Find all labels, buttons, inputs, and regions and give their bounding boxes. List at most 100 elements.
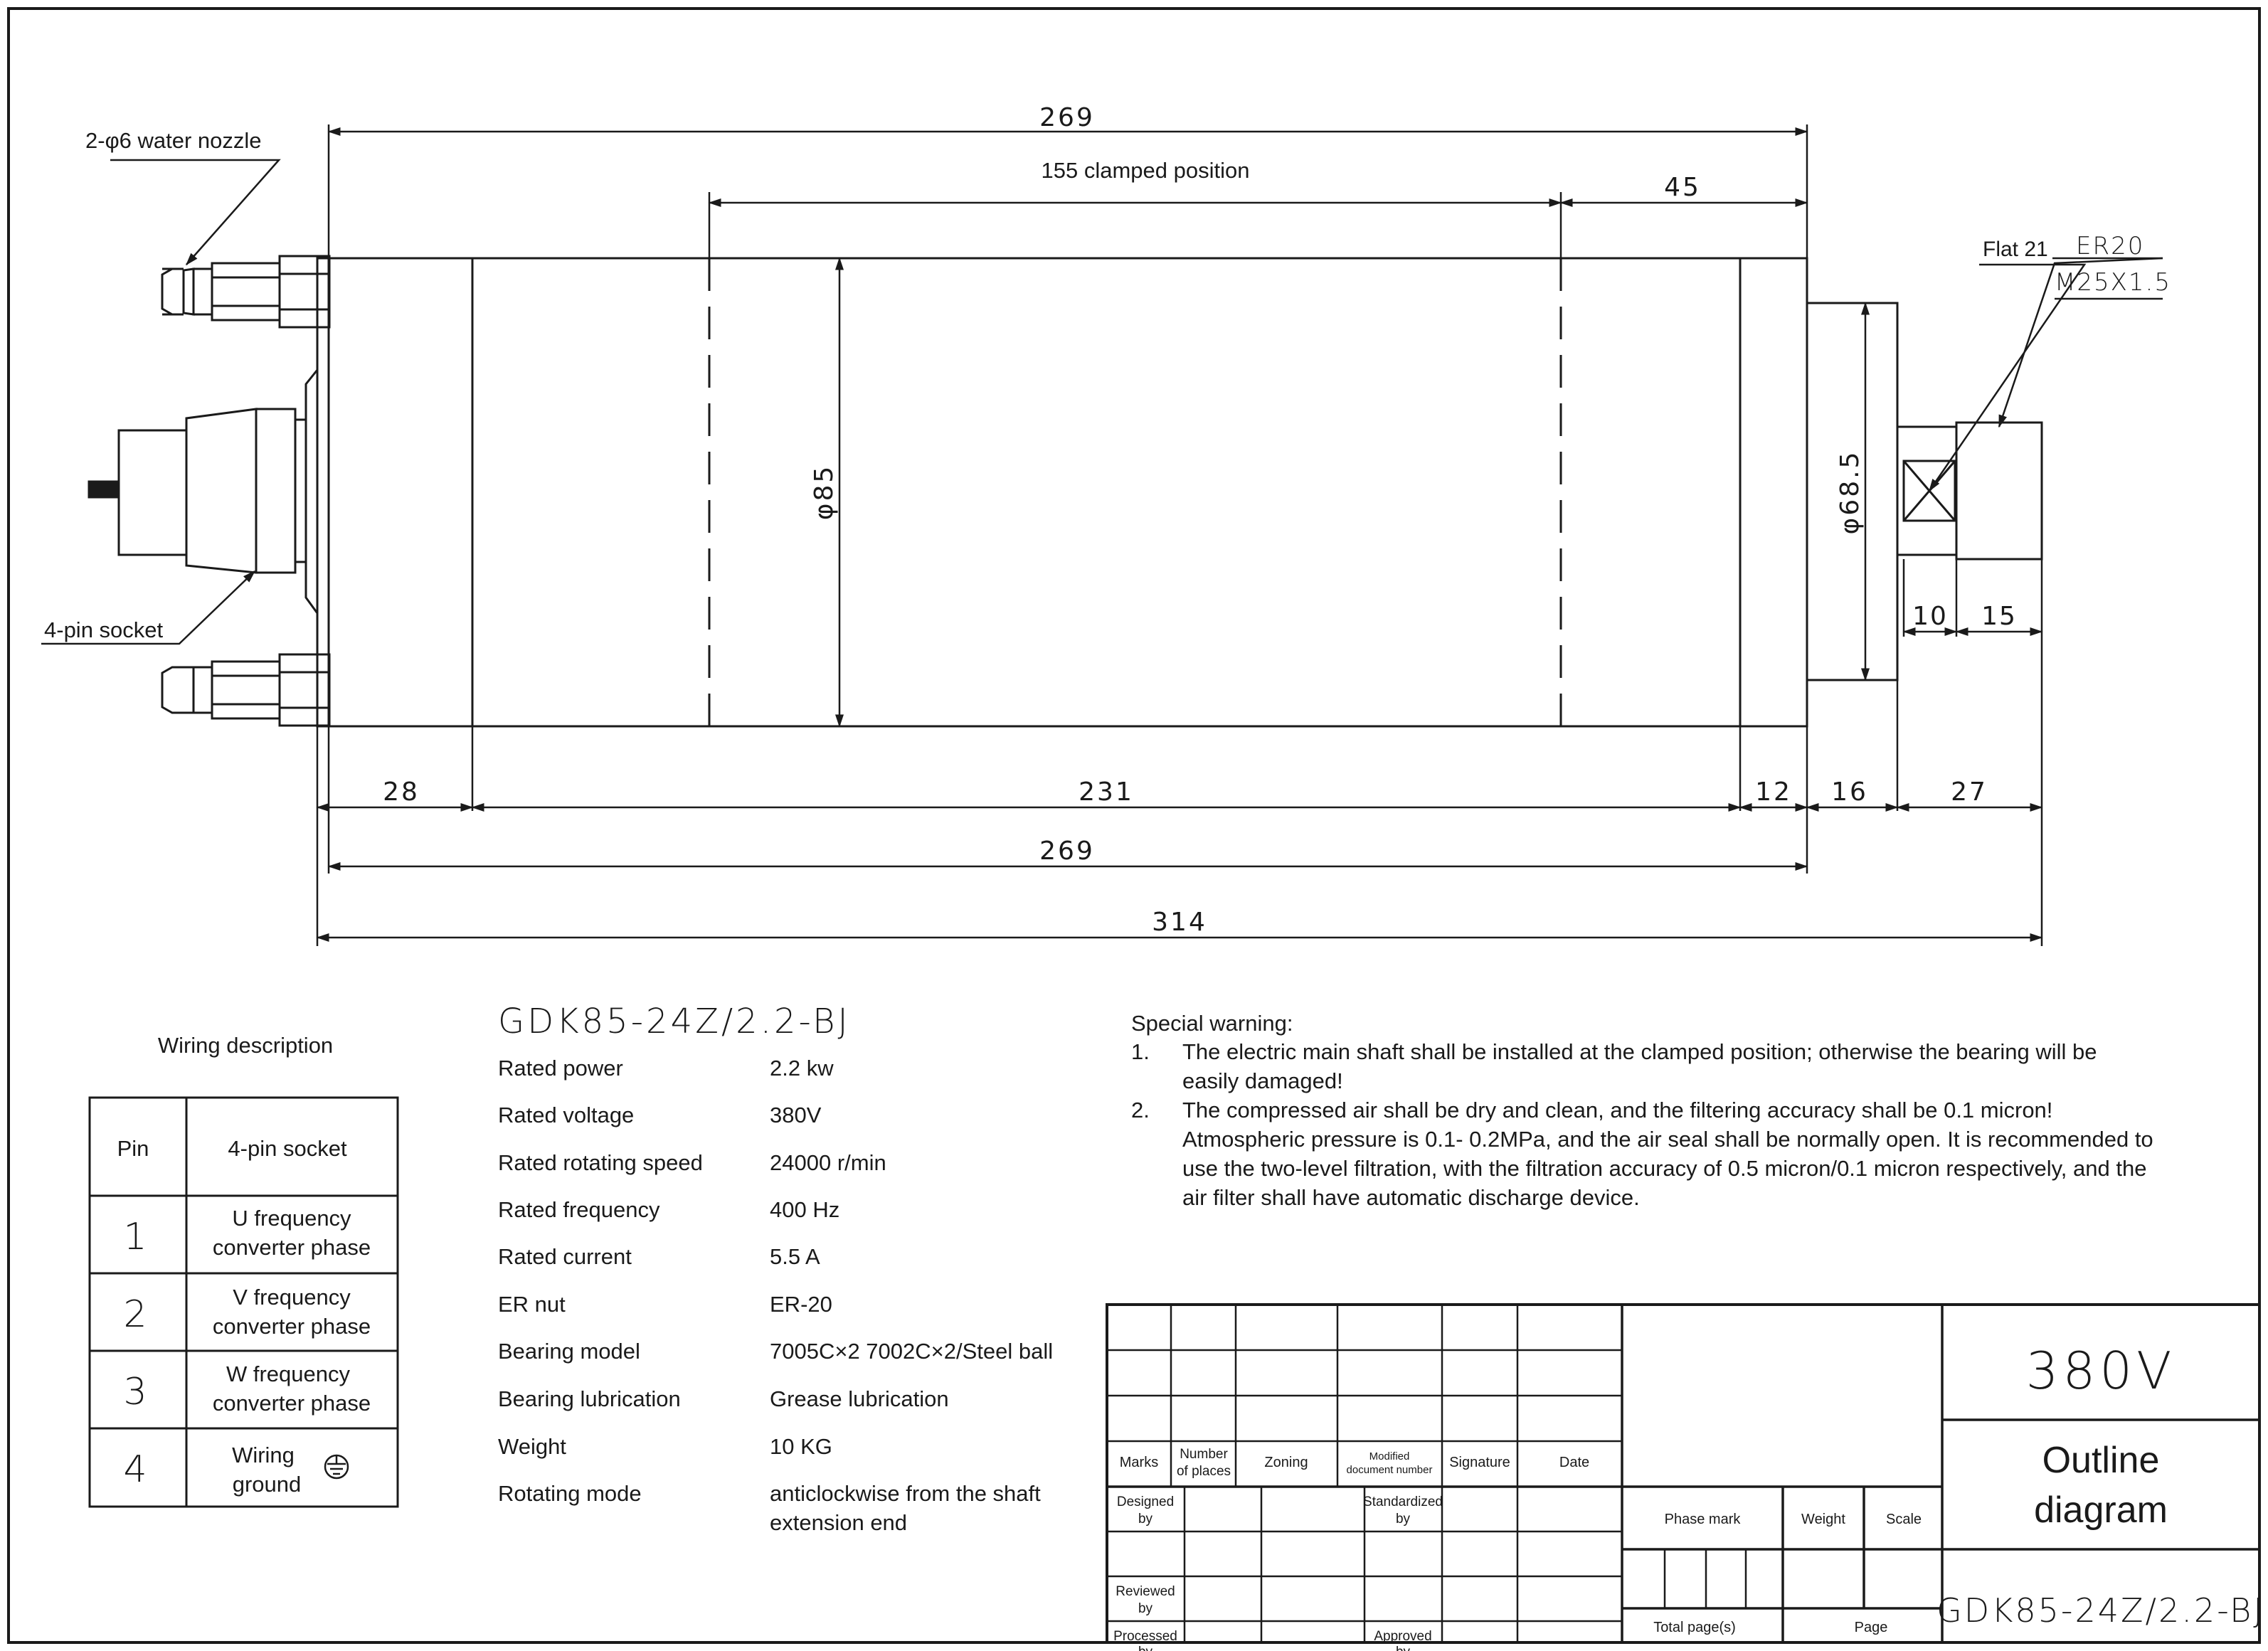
spec-value: 380V	[770, 1103, 822, 1127]
dim-10: 10	[1912, 602, 1948, 631]
wiring-pin-3: 3	[123, 1371, 147, 1413]
tb-number-2: of places	[1177, 1464, 1231, 1479]
dim-overall-top: 269	[1039, 103, 1095, 132]
wiring-header-pin: Pin	[117, 1136, 149, 1161]
wiring-pin-1: 1	[123, 1216, 147, 1258]
tb-voltage: 380V	[2026, 1341, 2176, 1401]
tb-total-pages: Total page(s)	[1653, 1620, 1736, 1635]
flat-label: Flat 21	[1983, 238, 2048, 261]
tb-model: GDK85-24Z/2.2-BJ	[1936, 1591, 2265, 1630]
dim-front-45: 45	[1664, 173, 1701, 202]
spec-label: Rated rotating speed	[498, 1150, 703, 1175]
tb-diagram: diagram	[2034, 1490, 2168, 1531]
diameter-68-5-label: φ68.5	[1835, 450, 1865, 535]
clamp-zone-lines	[708, 258, 1562, 726]
tb-approved-2: by	[1396, 1645, 1411, 1651]
tb-designed-2: by	[1138, 1512, 1153, 1527]
spec-value: 2.2 kw	[770, 1056, 834, 1081]
dimension-lines	[316, 127, 2043, 942]
spec-value: 10 KG	[770, 1434, 832, 1459]
wiring-desc-1b: converter phase	[213, 1235, 371, 1260]
wiring-header-socket: 4-pin socket	[228, 1136, 347, 1161]
wiring-desc-4a: Wiring	[232, 1443, 295, 1467]
tb-zoning: Zoning	[1264, 1455, 1308, 1470]
spec-value: Grease lubrication	[770, 1386, 949, 1411]
warning-num-1: 1.	[1131, 1039, 1150, 1064]
spec-value: 7005C×2 7002C×2/Steel ball	[770, 1339, 1053, 1364]
tb-reviewed: Reviewed	[1116, 1584, 1175, 1599]
tb-modified-2: document number	[1347, 1464, 1433, 1476]
spec-value: 24000 r/min	[770, 1150, 886, 1175]
tb-number: Number	[1180, 1447, 1228, 1462]
tb-designed: Designed	[1117, 1495, 1174, 1509]
spec-list: Rated power 2.2 kw Rated voltage 380V Ra…	[498, 1056, 1053, 1535]
warning-line: The electric main shaft shall be install…	[1182, 1039, 2097, 1064]
water-nozzle-label: 2-φ6 water nozzle	[85, 128, 262, 153]
socket-label: 4-pin socket	[44, 617, 164, 642]
tb-processed: Processed	[1113, 1629, 1177, 1644]
spec-label: Bearing model	[498, 1339, 640, 1364]
tb-standardized: Standardized	[1363, 1495, 1443, 1509]
spec-value: 400 Hz	[770, 1197, 839, 1222]
spec-label: ER nut	[498, 1292, 566, 1317]
warning-num-2: 2.	[1131, 1098, 1150, 1122]
dim-28: 28	[383, 777, 420, 807]
dim-16: 16	[1831, 777, 1868, 807]
tb-signature: Signature	[1449, 1455, 1510, 1470]
dim-12: 12	[1755, 777, 1792, 807]
tb-standardized-2: by	[1396, 1512, 1411, 1527]
dim-overall-bottom: 269	[1039, 837, 1095, 866]
wiring-desc-2a: V frequency	[233, 1285, 351, 1310]
warning-line: air filter shall have automatic discharg…	[1182, 1185, 1640, 1210]
spec-value: ER-20	[770, 1292, 832, 1317]
warning-line: easily damaged!	[1182, 1068, 1343, 1093]
extension-lines	[316, 124, 2043, 946]
leader-lines	[41, 159, 2163, 645]
ground-symbol-icon	[324, 1454, 349, 1480]
spec-label: Rated frequency	[498, 1197, 660, 1222]
wiring-desc-3a: W frequency	[226, 1361, 351, 1386]
wiring-desc-4b: ground	[233, 1472, 302, 1497]
wiring-pin-4: 4	[123, 1448, 147, 1491]
tb-page: Page	[1855, 1620, 1888, 1635]
tb-outline: Outline	[2042, 1440, 2160, 1481]
dim-231: 231	[1079, 777, 1134, 807]
dim-15: 15	[1981, 602, 2017, 631]
spec-label: Rated current	[498, 1244, 632, 1269]
clamped-position-label: 155 clamped position	[1042, 158, 1250, 183]
dim-27: 27	[1951, 777, 1988, 807]
wiring-desc-1a: U frequency	[232, 1206, 351, 1231]
tb-date: Date	[1559, 1455, 1589, 1470]
thread-label: M25X1.5	[2055, 268, 2171, 297]
title-block-grid	[1106, 1303, 2261, 1644]
warning-line: The compressed air shall be dry and clea…	[1182, 1098, 2052, 1122]
wiring-desc-2b: converter phase	[213, 1314, 371, 1339]
tb-scale: Scale	[1886, 1512, 1922, 1527]
wiring-desc-3b: converter phase	[213, 1391, 371, 1416]
wiring-table-grid	[88, 1096, 399, 1508]
warning-line: use the two-level filtration, with the f…	[1182, 1156, 2146, 1181]
dim-314: 314	[1152, 908, 1207, 937]
tb-weight: Weight	[1801, 1512, 1845, 1527]
tb-modified: Modified	[1369, 1450, 1410, 1462]
warning-line: Atmospheric pressure is 0.1- 0.2MPa, and…	[1182, 1127, 2153, 1152]
tb-phase-mark: Phase mark	[1665, 1512, 1742, 1527]
spec-label: Rated voltage	[498, 1103, 634, 1127]
tb-approved: Approved	[1374, 1629, 1431, 1644]
spec-value: 5.5 A	[770, 1244, 820, 1269]
spec-value-cont: extension end	[770, 1510, 907, 1535]
spec-label: Rotating mode	[498, 1481, 642, 1506]
tb-marks: Marks	[1120, 1455, 1158, 1470]
spec-model-title: GDK85-24Z/2.2-BJ	[498, 1002, 851, 1041]
spindle-outline	[88, 255, 2043, 728]
diameter-85-label: φ85	[810, 464, 839, 521]
wiring-title: Wiring description	[158, 1033, 333, 1058]
spec-value: anticlockwise from the shaft	[770, 1481, 1041, 1506]
er-label: ER20	[2076, 232, 2144, 260]
spec-label: Bearing lubrication	[498, 1386, 681, 1411]
tb-reviewed-2: by	[1138, 1601, 1153, 1616]
spec-label: Rated power	[498, 1056, 623, 1081]
spec-label: Weight	[498, 1434, 566, 1459]
wiring-pin-2: 2	[123, 1293, 147, 1336]
